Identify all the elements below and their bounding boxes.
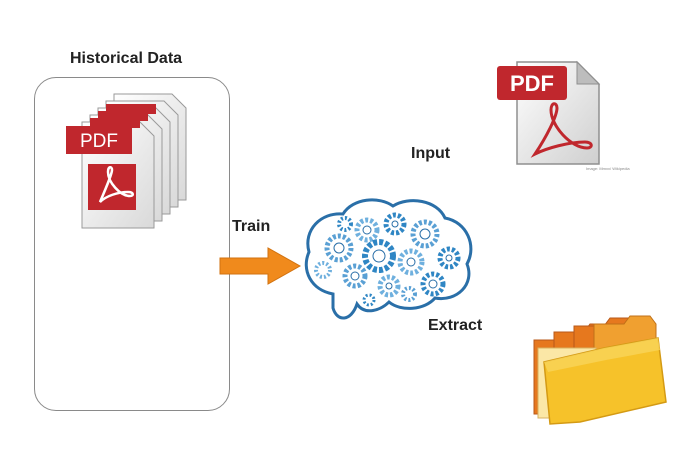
pdf-label: PDF <box>510 71 554 96</box>
pdf-document-icon: PDF <box>497 60 601 165</box>
extract-label: Extract <box>428 317 483 334</box>
pdf-document-stack-icon: PDF <box>66 93 187 229</box>
image-credit: Image: Mmxx/ Wikipedia <box>586 166 630 171</box>
train-label: Train <box>232 218 271 235</box>
right-arrow-icon <box>219 247 302 285</box>
input-label: Input <box>411 145 451 162</box>
folders-icon <box>533 315 667 425</box>
brain-gears-icon <box>304 198 473 320</box>
pdf-label: PDF <box>80 131 118 152</box>
historical-data-title: Historical Data <box>70 50 183 67</box>
